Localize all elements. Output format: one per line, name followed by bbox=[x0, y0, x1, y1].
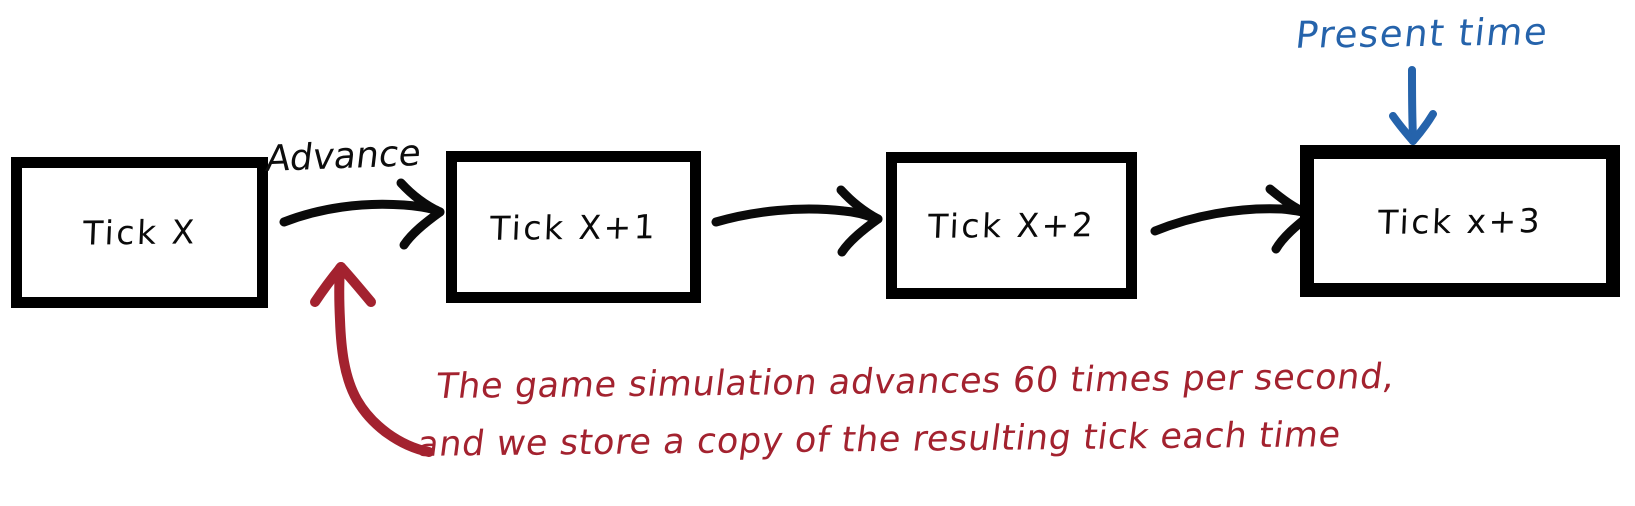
tick-box-label: Tick X+2 bbox=[927, 205, 1096, 246]
annotation-arrow-icon bbox=[310, 262, 434, 457]
tick-box-tick-x[interactable]: Tick X bbox=[11, 157, 268, 308]
advance-arrow-3 bbox=[1150, 184, 1315, 254]
tick-box-label: Tick X bbox=[81, 212, 198, 253]
present-time-label: Present time bbox=[1293, 10, 1551, 57]
tick-box-tick-x1[interactable]: Tick X+1 bbox=[446, 151, 701, 303]
tick-box-label: Tick x+3 bbox=[1377, 200, 1543, 242]
tick-box-tick-x2[interactable]: Tick X+2 bbox=[886, 152, 1137, 299]
advance-arrow-2 bbox=[711, 185, 883, 257]
present-time-arrow-icon bbox=[1389, 66, 1437, 145]
tick-box-label: Tick X+1 bbox=[489, 206, 658, 248]
advance-arrow-label: Advance bbox=[263, 132, 424, 181]
tick-box-tick-x3[interactable]: Tick x+3 bbox=[1300, 145, 1620, 297]
advance-arrow-1 bbox=[279, 178, 445, 250]
